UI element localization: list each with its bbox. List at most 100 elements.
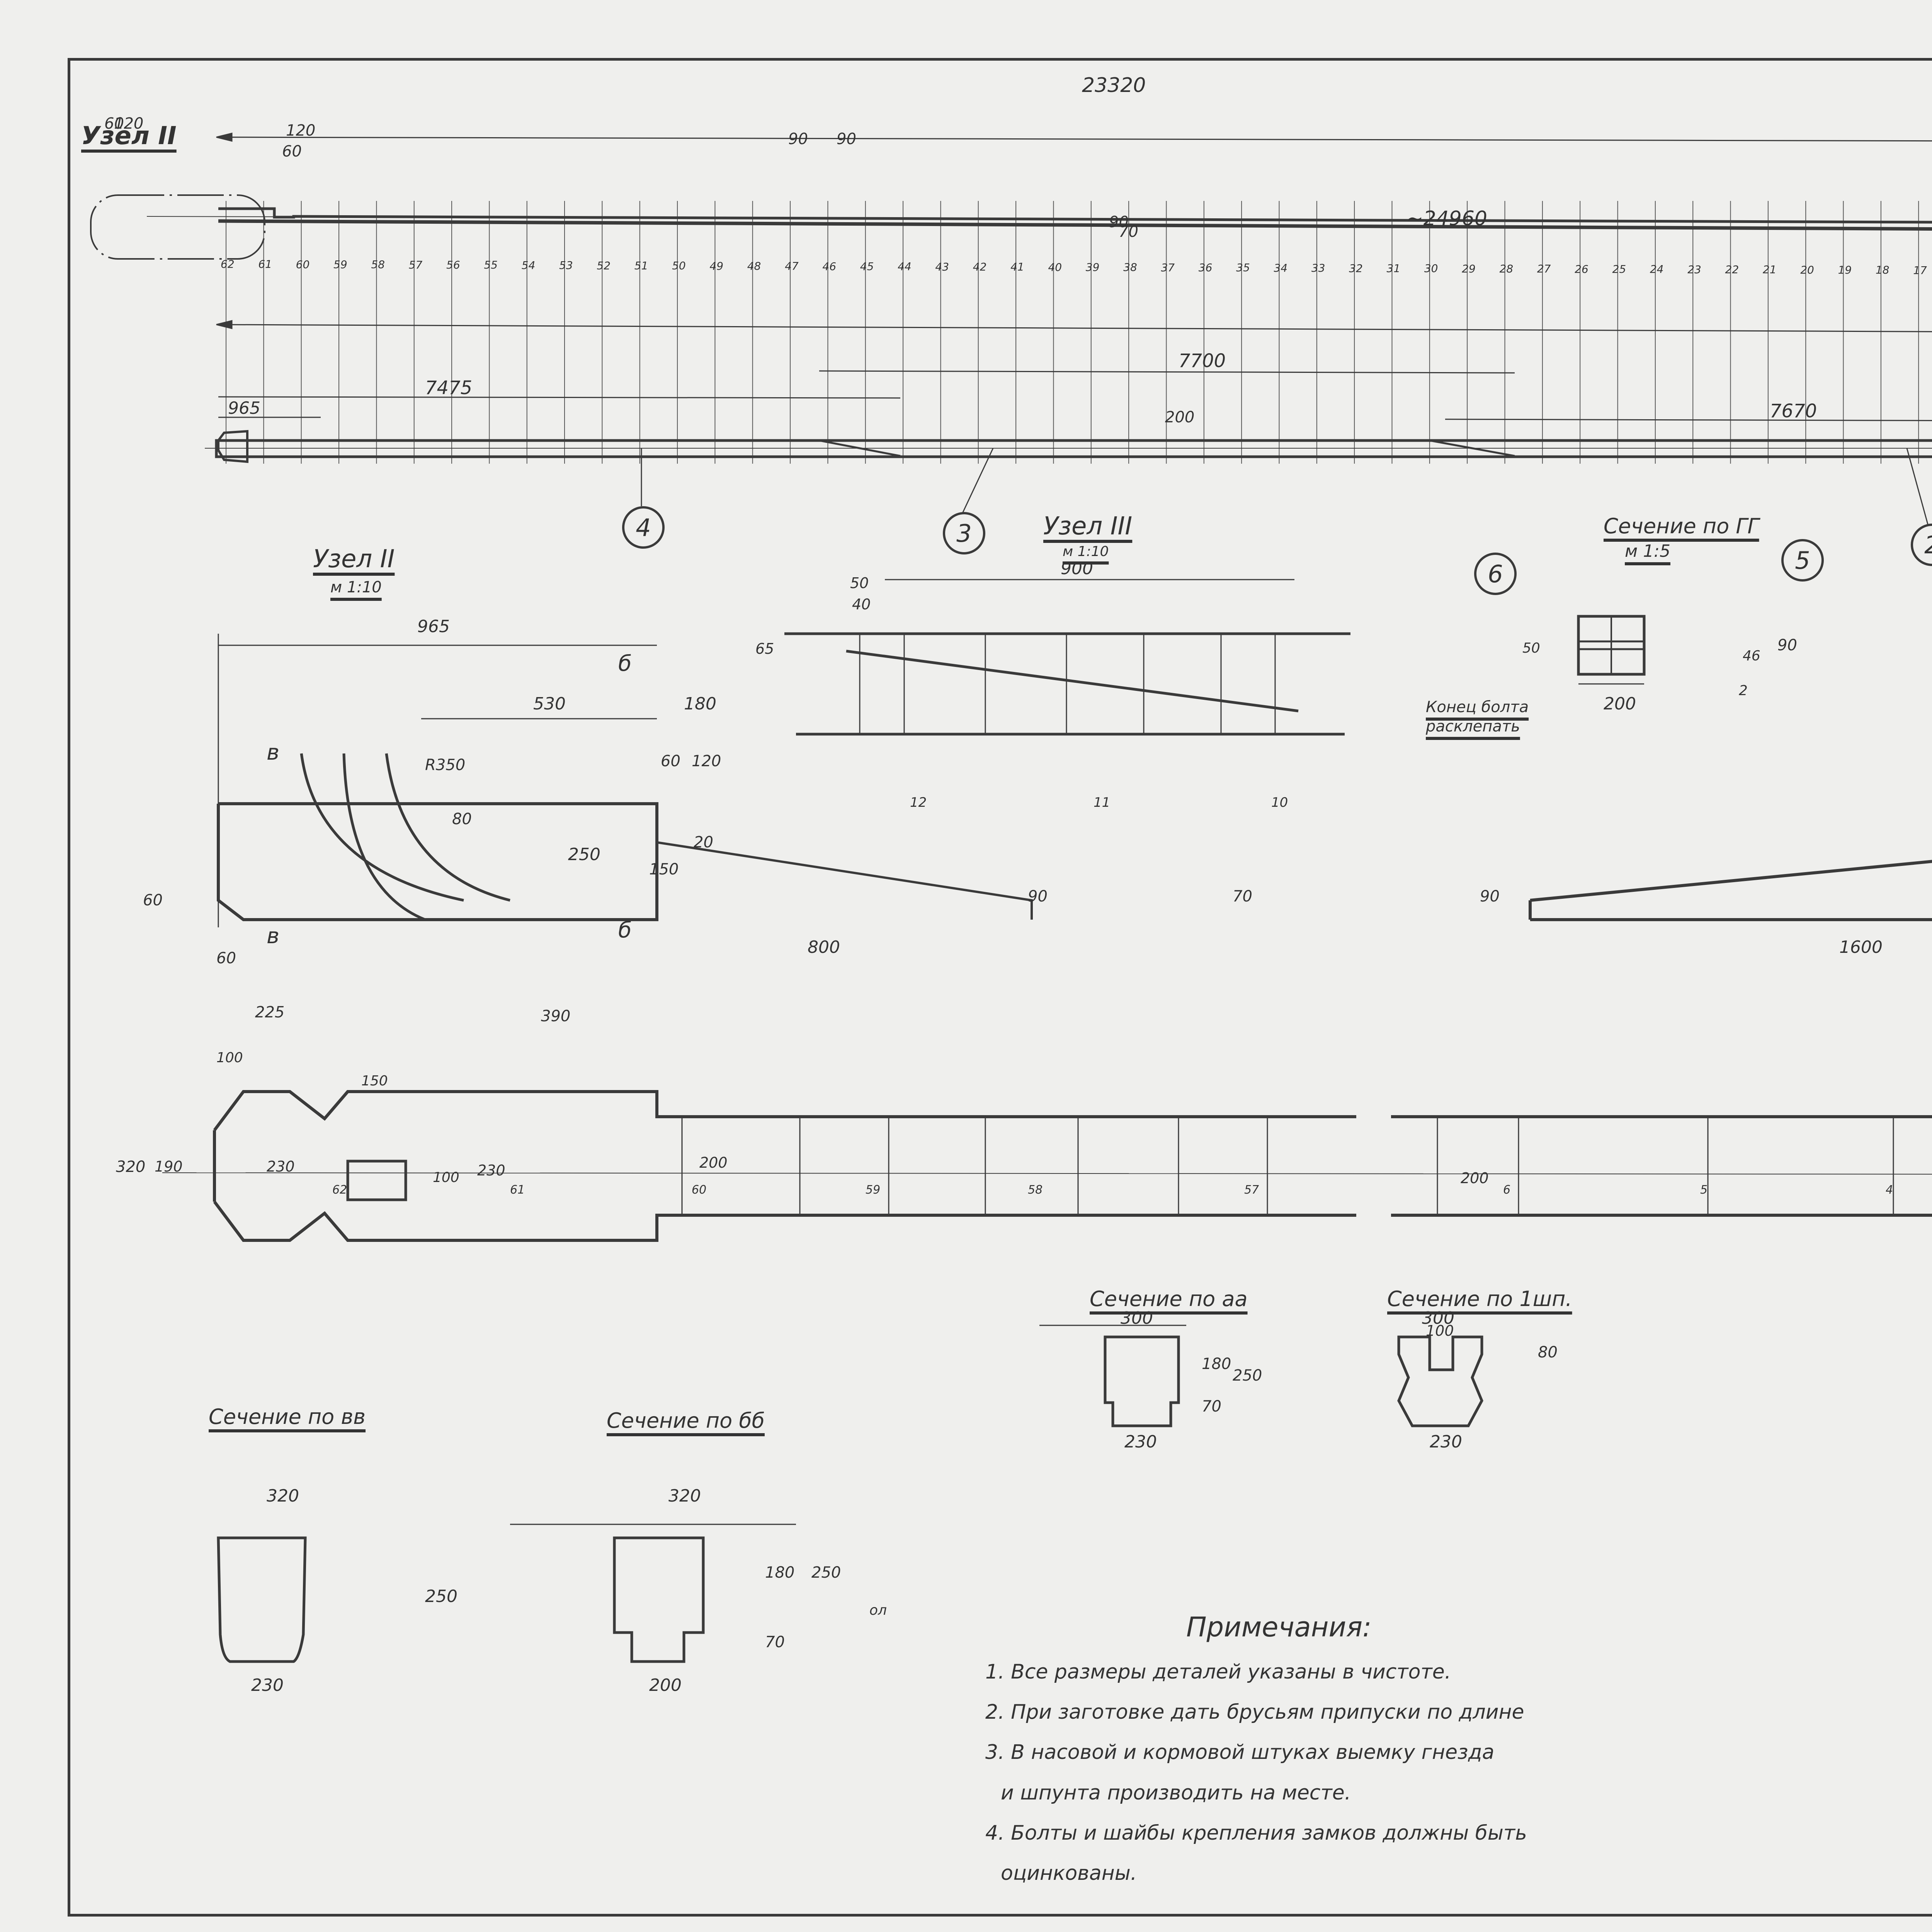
dim-left-120b: 120: [286, 122, 316, 139]
node2-dim-60-left: 60: [143, 891, 163, 909]
frame-number: 61: [258, 258, 272, 271]
node1-dim-90: 90: [1480, 888, 1500, 905]
node2-scale: м 1:10: [330, 578, 382, 596]
frame-number: 41: [1010, 260, 1024, 274]
plan-dim-200: 200: [699, 1154, 728, 1171]
note-item: 2. При заготовке дать брусьям припуски п…: [985, 1701, 1524, 1724]
frame-number: 34: [1274, 261, 1288, 274]
section-bb-dim-320: 320: [668, 1486, 701, 1506]
node3-drawing: [784, 579, 1350, 736]
node1-drawing: [1529, 860, 1932, 921]
section-1sp-dim-100: 100: [1426, 1322, 1454, 1339]
plan-dim-100b: 100: [433, 1170, 459, 1185]
plan-frame-number: 61: [510, 1183, 525, 1197]
dim-piece3: 7700: [1179, 350, 1226, 372]
section-mark-b-top: б: [618, 651, 632, 676]
section-gg-callout-5: 5: [1781, 539, 1824, 582]
notes-heading: Примечания:: [1186, 1611, 1372, 1643]
plan-frame-number: 59: [866, 1183, 881, 1197]
frame-number: 60: [296, 258, 310, 271]
node3-title: Узел III: [1043, 512, 1133, 541]
section-gg-note-1: Конец болта: [1426, 698, 1529, 716]
node2-dim-20: 20: [694, 833, 713, 851]
dim-left-90b: 90: [837, 130, 856, 148]
frame-number: 49: [709, 259, 724, 272]
dim-left-90a: 90: [788, 130, 808, 148]
frame-number: 18: [1875, 264, 1889, 277]
frame-number: 42: [973, 260, 987, 273]
section-vv-title: Сечение по вв: [209, 1405, 366, 1429]
section-1sp-dim-80: 80: [1538, 1344, 1558, 1361]
node3-frame-12: 12: [910, 795, 927, 810]
dim-end-965: 965: [228, 398, 260, 418]
node3-dim-50: 50: [850, 575, 869, 592]
section-aa-dim-300: 300: [1121, 1308, 1153, 1328]
section-gg-drawing: [1577, 615, 1646, 685]
section-bb-dim-180: 180: [765, 1564, 795, 1582]
node3-scale: м 1:10: [1063, 544, 1109, 560]
frame-number: 29: [1462, 262, 1476, 275]
frame-number: 32: [1349, 262, 1363, 275]
section-aa-dim-250: 250: [1233, 1367, 1262, 1384]
node2-dim-90: 90: [1028, 888, 1048, 905]
section-1sp-dim-230: 230: [1430, 1432, 1462, 1452]
frame-number: 27: [1537, 262, 1551, 276]
section-gg-callout-6: 6: [1474, 553, 1517, 595]
dim-overall-length: 23320: [1082, 74, 1146, 97]
section-bb-ol-label: ол: [869, 1602, 887, 1618]
node2-dim-250: 250: [568, 845, 600, 864]
frame-number: 25: [1612, 262, 1626, 276]
cross-sections-drawing: [217, 1325, 1483, 1663]
frame-number: 51: [634, 259, 648, 272]
plan-frame-number: 60: [692, 1183, 707, 1197]
section-vv-dim-230: 230: [251, 1675, 284, 1695]
plan-dim-230a: 230: [267, 1158, 295, 1175]
frame-number: 22: [1725, 263, 1739, 276]
node2-dim-965: 965: [417, 617, 450, 636]
frame-number: 62: [221, 258, 235, 270]
plan-frame-number: 4: [1886, 1183, 1893, 1197]
node3-dim-40: 40: [852, 596, 871, 613]
plan-frame-number: 62: [332, 1183, 347, 1197]
node3-dim-900: 900: [1061, 559, 1093, 578]
section-gg-dim-2: 2: [1739, 683, 1748, 699]
plan-frame-number: 58: [1028, 1183, 1043, 1197]
node2-dim-180: 180: [684, 694, 716, 714]
section-mark-b-bottom: б: [618, 918, 632, 943]
frame-number: 21: [1762, 263, 1777, 276]
node2-dim-800: 800: [808, 937, 840, 957]
section-bb-title: Сечение по бб: [607, 1408, 765, 1433]
node2-dim-530: 530: [533, 694, 566, 714]
section-gg-dim-90: 90: [1777, 636, 1797, 654]
section-aa-dim-230: 230: [1124, 1432, 1157, 1452]
plan-dim-390: 390: [541, 1007, 571, 1025]
frame-number: 19: [1838, 264, 1852, 277]
section-gg-title: Сечение по ГГ: [1604, 514, 1759, 538]
frame-number: 56: [446, 259, 460, 272]
frame-number: 54: [521, 259, 536, 272]
note-item: 3. В насовой и кормовой штуках выемку гн…: [985, 1741, 1495, 1764]
drawing-frame: [68, 58, 1932, 1917]
plan-dim-100: 100: [216, 1050, 243, 1066]
dim-total-length: ~24960: [1406, 207, 1487, 230]
node3-dim-65: 65: [755, 640, 774, 657]
frame-number: 23: [1687, 263, 1701, 276]
section-gg-dim-50: 50: [1522, 640, 1540, 656]
dim-height-70: 70: [1119, 223, 1138, 241]
section-vv-dim-320: 320: [267, 1486, 299, 1506]
note-item: 4. Болты и шайбы крепления замков должны…: [985, 1821, 1527, 1845]
frame-number: 39: [1085, 261, 1100, 274]
plan-frame-number: 6: [1503, 1183, 1511, 1197]
section-bb-dim-200: 200: [649, 1675, 682, 1695]
side-elevation: [90, 133, 1932, 464]
frame-number: 35: [1236, 261, 1250, 274]
frame-number: 26: [1575, 262, 1588, 276]
frame-number: 48: [747, 259, 761, 272]
node2-title: Узел II: [313, 545, 395, 573]
node2-dim-120: 120: [692, 752, 721, 770]
frame-number: 37: [1161, 261, 1175, 274]
notes-block: Примечания: 1. Все размеры деталей указа…: [985, 1611, 1719, 1900]
section-vv-dim-250: 250: [425, 1587, 457, 1606]
